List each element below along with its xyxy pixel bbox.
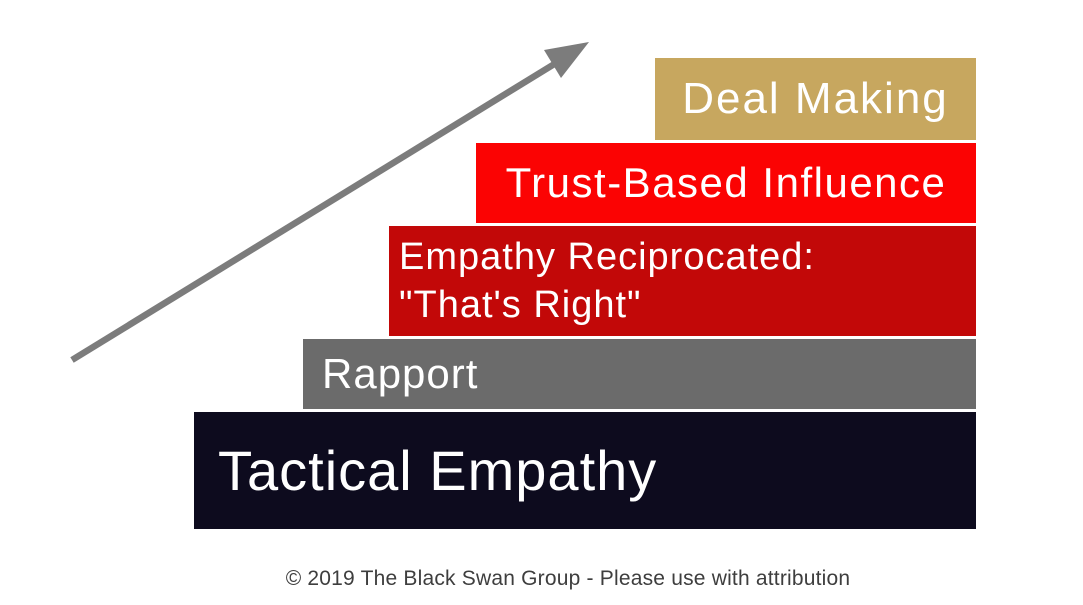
step-deal-making: Deal Making <box>655 58 976 140</box>
step-rapport-label: Rapport <box>322 350 479 397</box>
step-empathy-reciprocated: Empathy Reciprocated: "That's Right" <box>389 226 976 336</box>
attribution-text: © 2019 The Black Swan Group - Please use… <box>285 567 851 590</box>
growth-arrow-shaft <box>70 60 558 363</box>
step-empathy-reciprocated-label-line1: Empathy Reciprocated: <box>399 236 815 278</box>
step-deal-making-label: Deal Making <box>682 74 949 123</box>
step-trust-based-influence-label: Trust-Based Influence <box>505 159 947 206</box>
step-rapport: Rapport <box>303 339 976 409</box>
step-trust-based-influence: Trust-Based Influence <box>476 143 976 223</box>
step-empathy-reciprocated-label-line2: "That's Right" <box>399 284 642 326</box>
step-tactical-empathy-label: Tactical Empathy <box>218 439 658 502</box>
step-tactical-empathy: Tactical Empathy <box>194 412 976 529</box>
growth-arrow-head-icon <box>544 42 589 78</box>
